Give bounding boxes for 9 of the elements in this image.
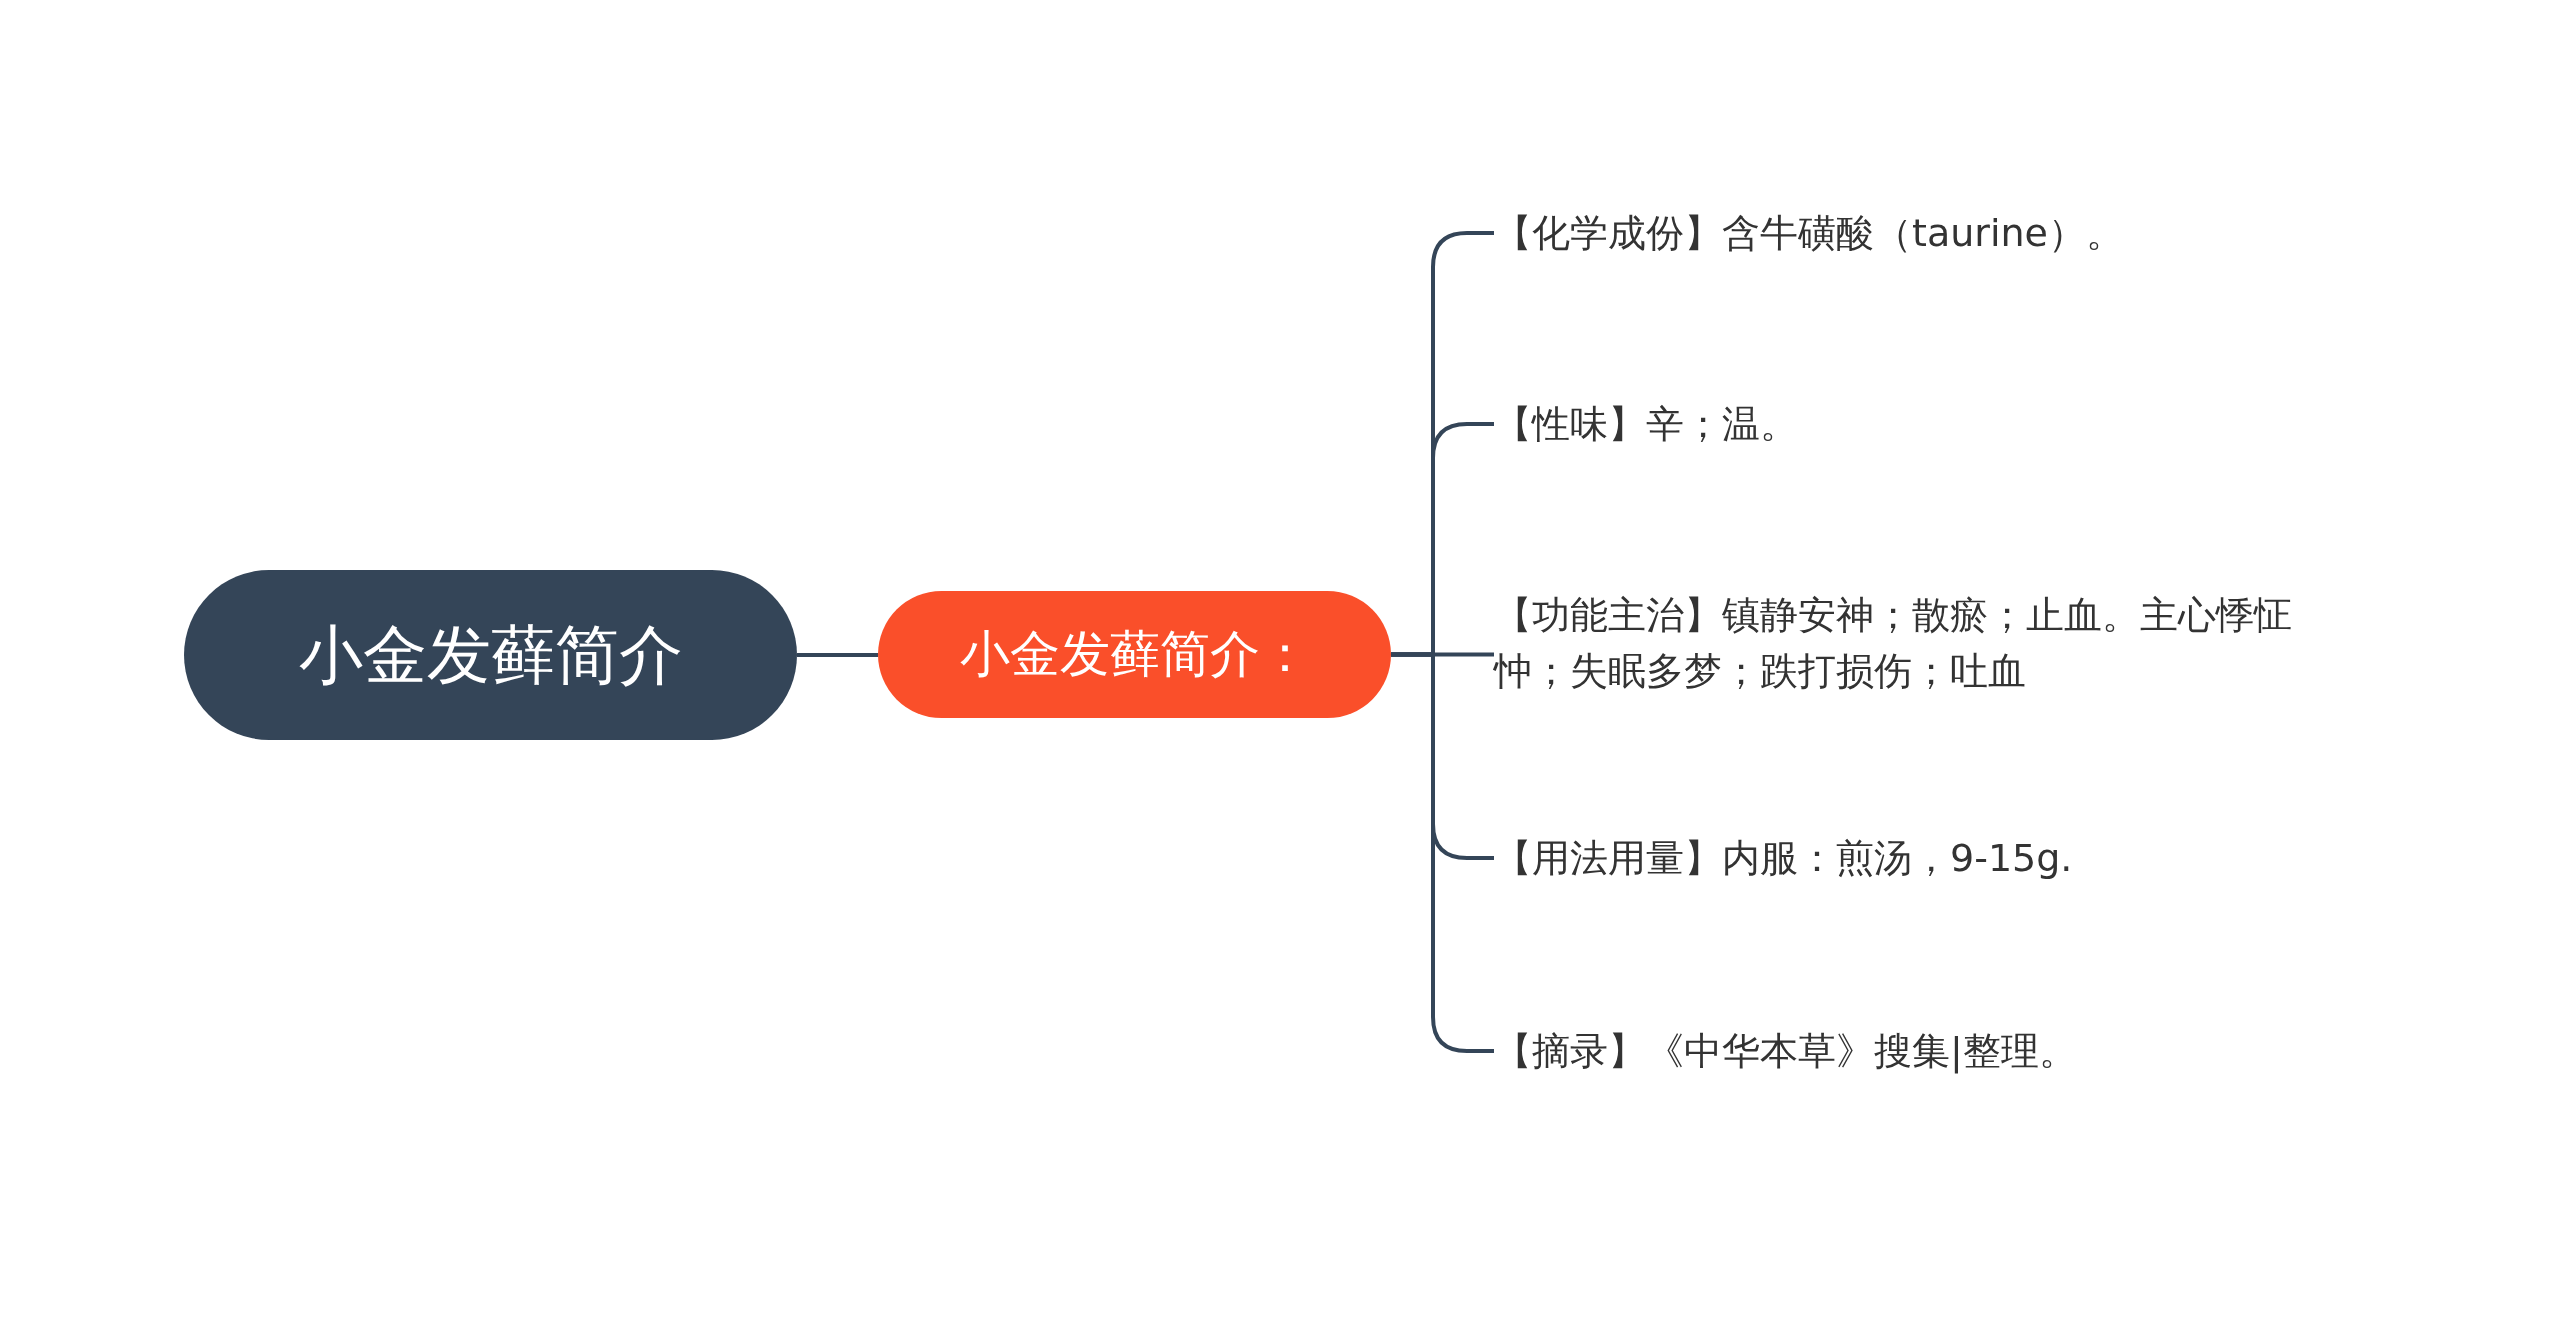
node-label: 小金发藓简介 xyxy=(298,616,683,694)
connector-line xyxy=(1391,652,1494,1053)
leaf-text: 【化学成份】含牛磺酸（taurine）。 xyxy=(1494,205,2394,261)
leaf-text: 【摘录】《中华本草》搜集|整理。 xyxy=(1494,1023,2394,1079)
connector-line xyxy=(797,653,878,657)
leaf-text: 【功能主治】镇静安神；散瘀；止血。主心悸怔忡；失眠多梦；跌打损伤；吐血 xyxy=(1494,587,2344,699)
leaf-text: 【性味】辛；温。 xyxy=(1494,396,2394,452)
leaf-text: 【用法用量】内服：煎汤，9-15g. xyxy=(1494,830,2394,886)
node-label: 小金发藓简介： xyxy=(959,624,1310,685)
